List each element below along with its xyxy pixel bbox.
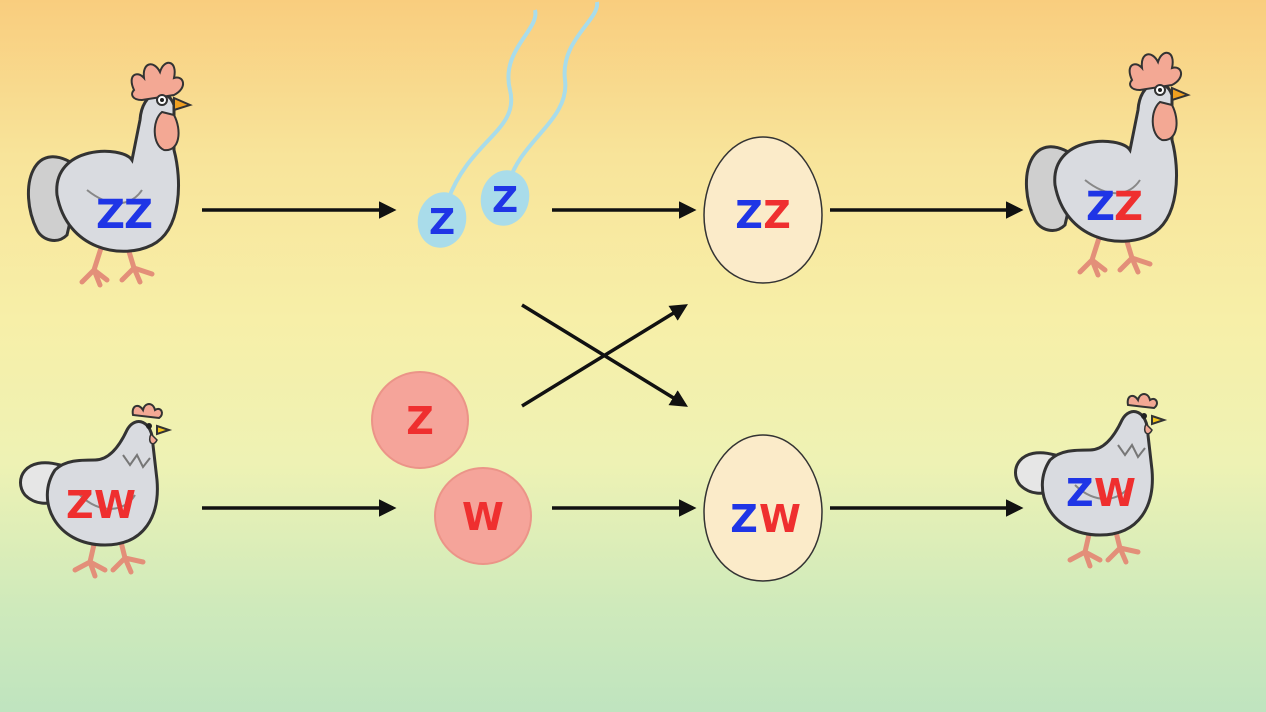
rooster-offspring-z1: Z <box>1086 184 1115 230</box>
sperm-1: Z <box>417 192 467 248</box>
egg-top-z1: Z <box>735 193 763 237</box>
egg-bottom-z: Z <box>730 497 758 541</box>
hen-offspring-w: W <box>1094 471 1136 515</box>
egg-cell-w-label: W <box>462 495 504 539</box>
rooster-offspring: Z Z <box>1026 53 1188 275</box>
egg-cell-z-label: Z <box>406 399 434 443</box>
hen-parent: Z W <box>20 404 169 576</box>
sperm-2-label: Z <box>492 180 518 221</box>
hen-parent-z: Z <box>66 483 94 527</box>
sperm-1-label: Z <box>429 202 455 243</box>
rooster-parent: Z Z <box>28 63 190 285</box>
sperm-cells: Z Z <box>417 1 600 248</box>
egg-cells: Z W <box>371 371 532 565</box>
hen-offspring-z: Z <box>1066 471 1094 515</box>
arrow-cross-up <box>521 304 688 408</box>
hen-parent-w: W <box>94 483 136 527</box>
egg-cell-z: Z <box>371 371 469 469</box>
egg-top-z2: Z <box>763 193 791 237</box>
rooster-parent-z2: Z <box>124 192 153 238</box>
sperm-2: Z <box>480 170 530 226</box>
egg-cell-w: W <box>434 467 532 565</box>
egg-bottom-w: W <box>759 497 801 541</box>
rooster-offspring-z2: Z <box>1114 184 1143 230</box>
egg-bottom: Z W <box>703 434 823 582</box>
rooster-parent-z1: Z <box>96 192 125 238</box>
arrows <box>202 201 1024 517</box>
hen-offspring: Z W <box>1015 394 1164 566</box>
egg-top: Z Z <box>703 136 823 284</box>
